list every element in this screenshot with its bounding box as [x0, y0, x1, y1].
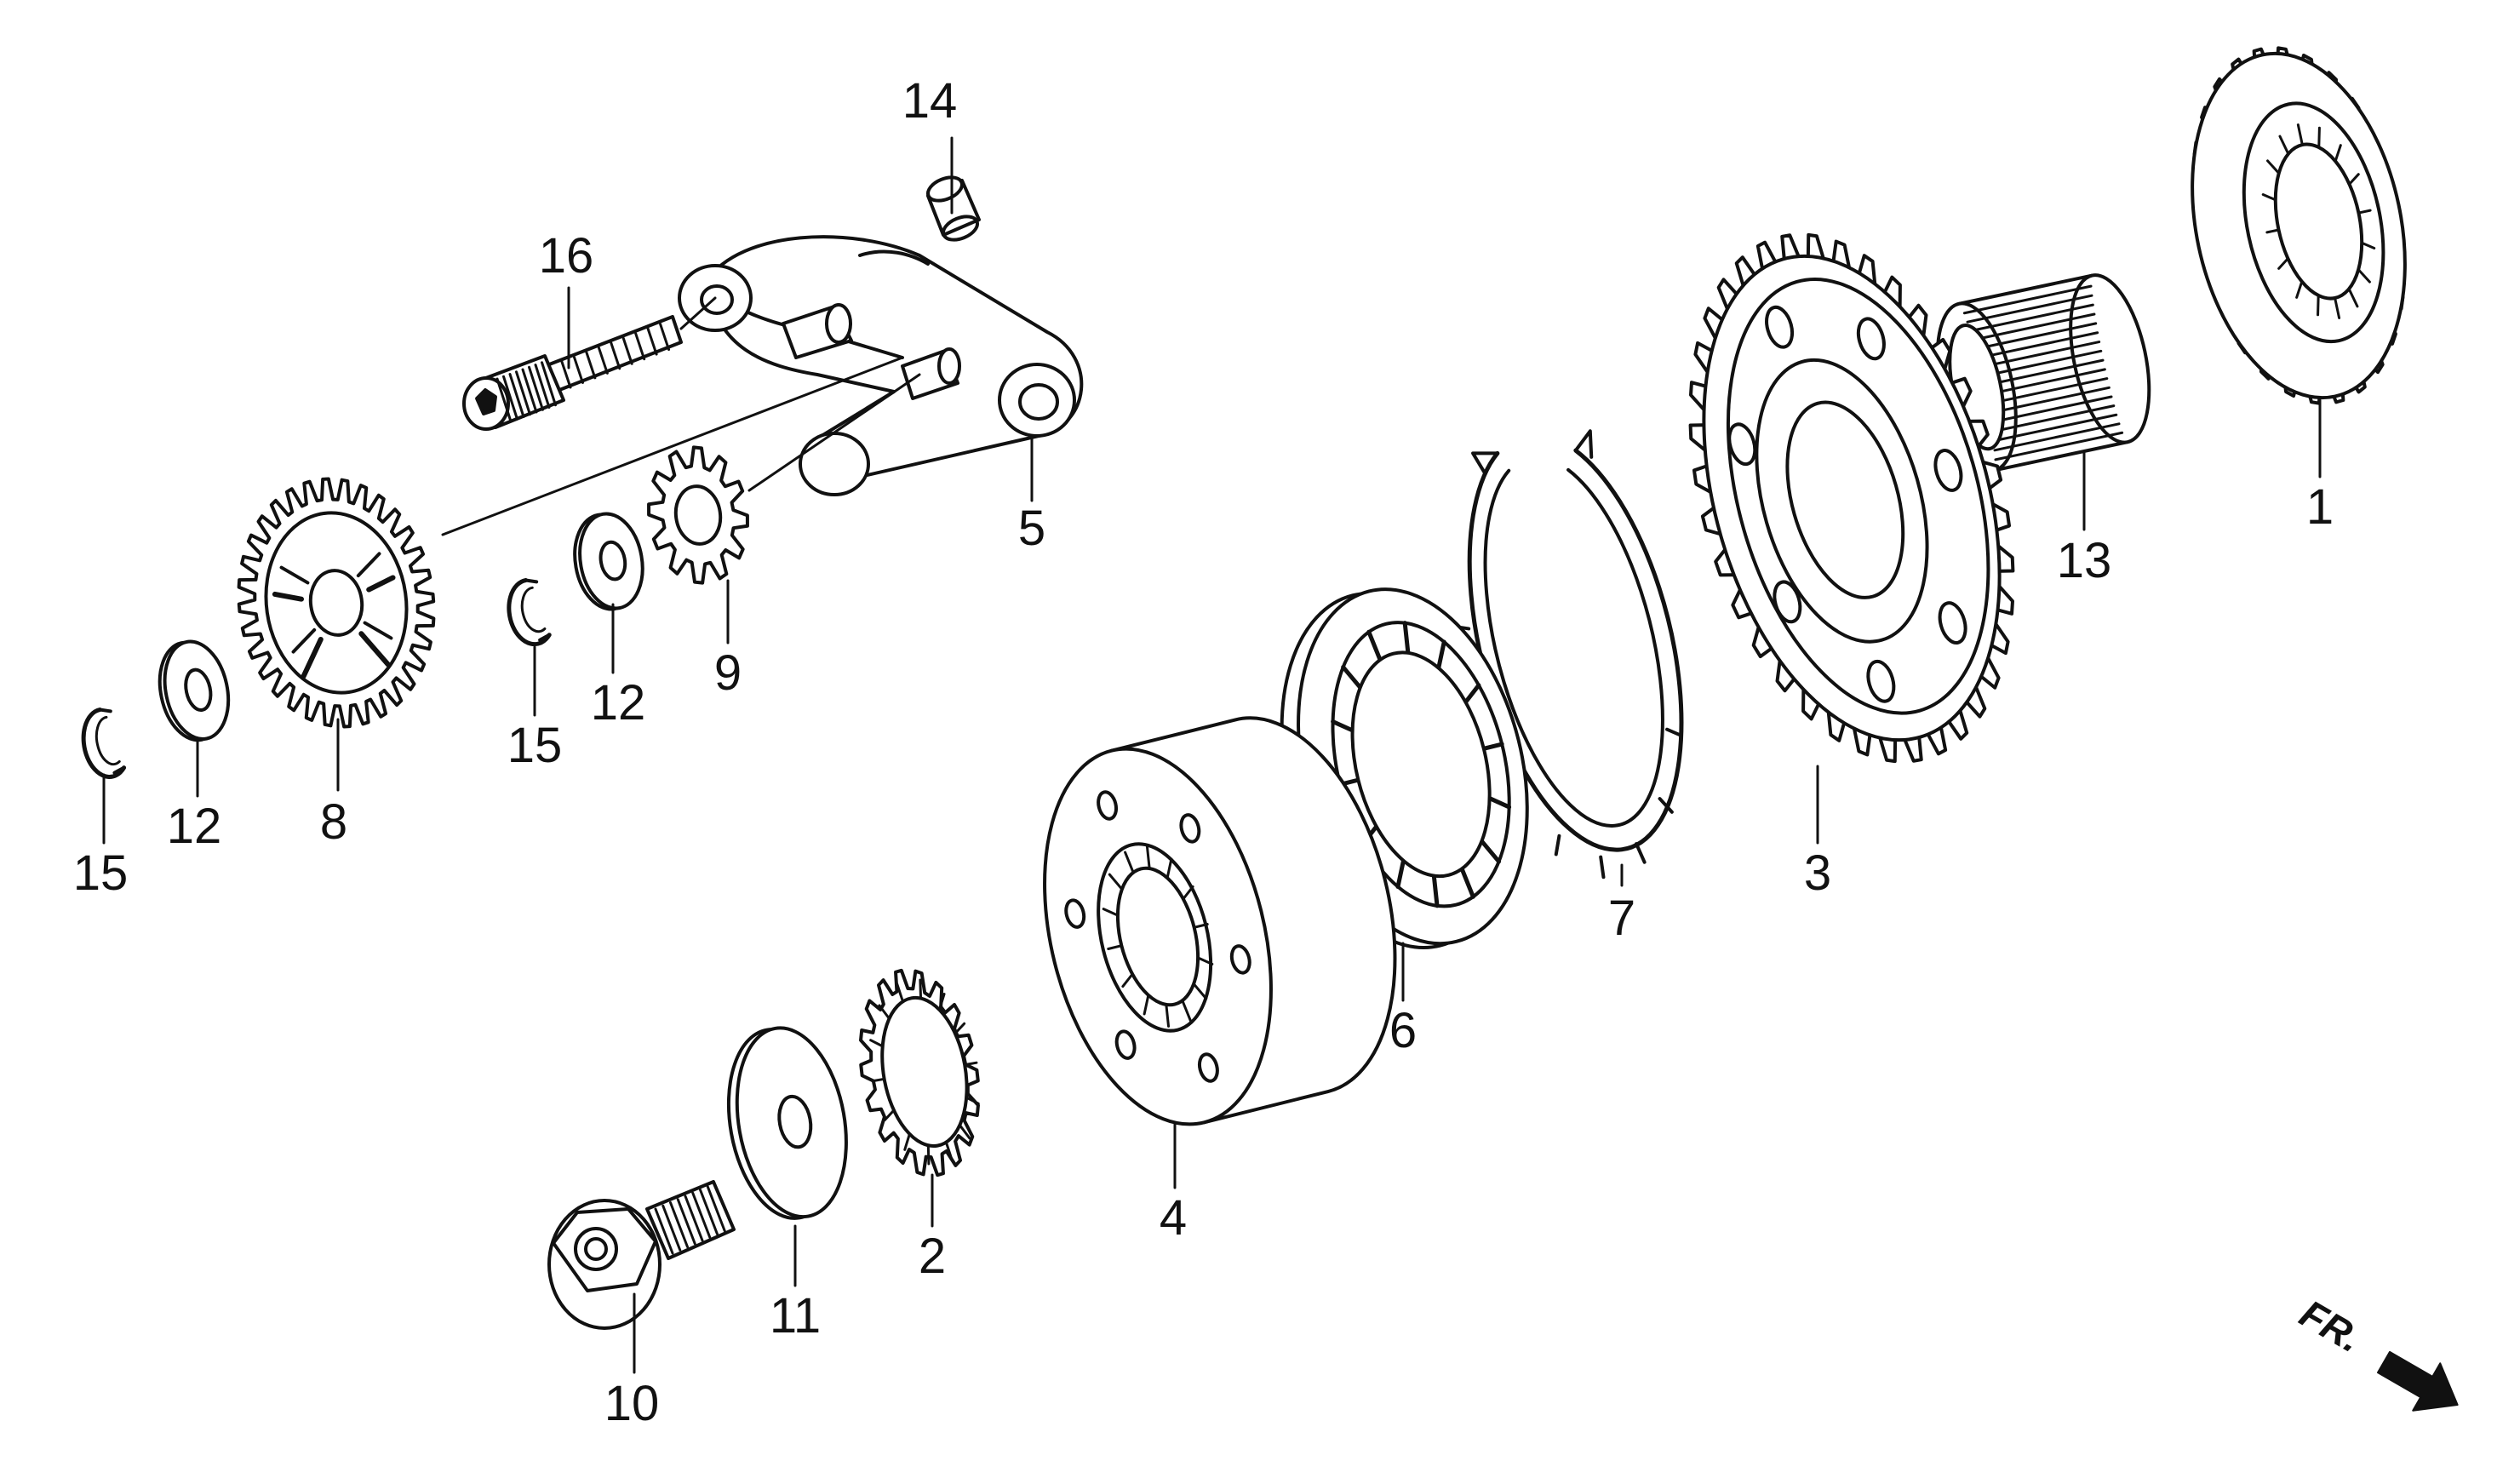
washer-part-12-right — [573, 512, 644, 611]
callout-14: 14 — [902, 73, 958, 129]
callout-4: 4 — [1160, 1190, 1187, 1246]
needle-bearing-part-13 — [1935, 273, 2151, 473]
callout-9: 9 — [714, 645, 742, 701]
callout-6: 6 — [1389, 1003, 1417, 1058]
callout-1: 1 — [2306, 479, 2334, 535]
flange-bolt-part-10 — [547, 1180, 736, 1330]
dowel-pin-part-14 — [926, 175, 981, 242]
washer-part-11 — [726, 1026, 848, 1220]
circlip-part-15-left — [81, 708, 127, 779]
callout-3: 3 — [1804, 845, 1831, 901]
callout-15-left: 15 — [73, 845, 129, 901]
callout-15-right: 15 — [507, 718, 563, 773]
callout-13: 13 — [2057, 533, 2112, 588]
small-gear-part-2 — [859, 968, 980, 1177]
circlip-part-15-right — [507, 578, 552, 647]
idle-gear-part-8 — [237, 477, 436, 729]
callout-8: 8 — [320, 794, 347, 850]
leader-lines — [102, 136, 2322, 1374]
callout-2: 2 — [919, 1229, 946, 1284]
front-direction-marker: FR. — [2293, 1291, 2459, 1412]
clutch-outer-part-4 — [1043, 716, 1397, 1126]
callout-10: 10 — [604, 1376, 660, 1431]
callout-labels: 1 2 3 4 5 6 7 8 9 10 11 12 12 13 14 15 1… — [73, 73, 2334, 1431]
front-direction-label: FR. — [2293, 1291, 2369, 1361]
arrow-right-down-icon — [2377, 1350, 2459, 1412]
callout-5: 5 — [1018, 501, 1045, 556]
retaining-ring-part-7 — [1452, 429, 1684, 879]
callout-12-left: 12 — [167, 799, 222, 854]
callout-12-right: 12 — [591, 675, 646, 730]
callout-11: 11 — [770, 1288, 821, 1344]
callout-16: 16 — [539, 228, 594, 284]
lever-bracket-part-5 — [678, 235, 1084, 496]
sprocket-part-1 — [2191, 46, 2407, 405]
washer-part-12-left — [158, 639, 231, 742]
callout-7: 7 — [1608, 891, 1635, 946]
large-gear-part-3 — [1688, 232, 2015, 764]
small-sprocket-part-9 — [647, 445, 749, 585]
socket-bolt-part-16 — [462, 315, 683, 431]
